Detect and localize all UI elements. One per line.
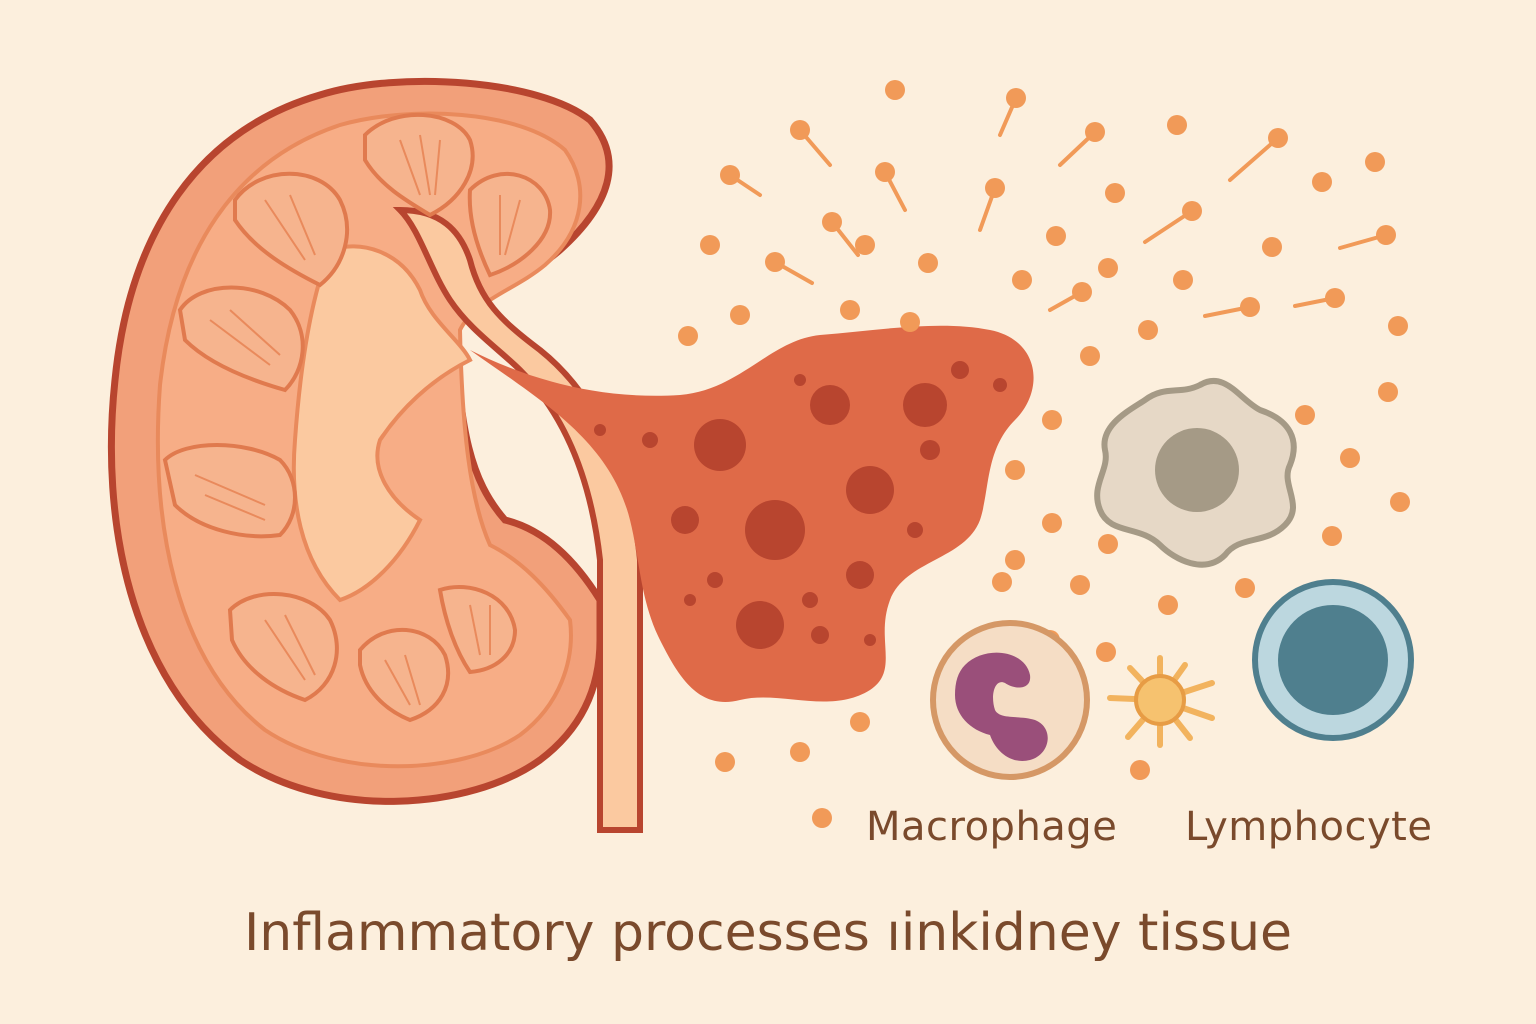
macrophage-nucleus (1155, 428, 1239, 512)
cytokine-pin (720, 165, 762, 197)
cytokine-pin (1338, 225, 1396, 250)
pyramid-striations (194, 134, 521, 706)
cytokine-pin (978, 178, 1005, 232)
spot (920, 440, 940, 460)
spot (684, 594, 696, 606)
spot (951, 361, 969, 379)
cytokine-pin (1203, 297, 1260, 318)
spot (594, 424, 606, 436)
cytokine-pin (1048, 282, 1092, 312)
cytokine-pin (998, 88, 1026, 137)
inflammation-spots (594, 361, 1007, 649)
cytokine-dots (678, 80, 1410, 828)
spot (736, 601, 784, 649)
spot (903, 383, 947, 427)
cytokine-pin (790, 120, 832, 167)
renal-pelvis (392, 206, 643, 833)
pyramid-7 (358, 627, 451, 723)
cytokine-pin (765, 252, 814, 285)
cytokine-pin (1058, 122, 1105, 167)
diagram-caption: Inflammatory processes ıinkidney tissue (244, 903, 1292, 963)
spot (642, 432, 658, 448)
pyramid-8 (437, 584, 518, 675)
renal-pyramids (162, 113, 553, 723)
spot (707, 572, 723, 588)
spot (846, 466, 894, 514)
spot (802, 592, 818, 608)
spot (864, 634, 876, 646)
cytokine-pin (875, 162, 907, 212)
spot (671, 506, 699, 534)
spot (810, 385, 850, 425)
lymphocyte-cell (1252, 579, 1414, 741)
spot (907, 522, 923, 538)
cytokine-pin (1228, 128, 1288, 182)
cytokine-pin (1293, 288, 1345, 308)
lymphocyte-nucleus (1278, 605, 1388, 715)
macrophage-label: Macrophage (866, 804, 1117, 850)
neutrophil-cell (930, 620, 1090, 780)
renal-sinus (291, 244, 473, 603)
spot (993, 378, 1007, 392)
pyramid-1 (363, 113, 475, 218)
kidney (107, 77, 643, 833)
cytokines (678, 80, 1410, 828)
inflamed-tissue (470, 325, 1034, 702)
cytokine-pin (1143, 201, 1202, 244)
pyramid-2 (467, 172, 553, 278)
macrophage-cell (1094, 377, 1297, 568)
pyramid-4 (177, 285, 305, 393)
cytokine-pin (822, 212, 860, 257)
lymphocyte-label: Lymphocyte (1185, 804, 1432, 850)
spot (846, 561, 874, 589)
spot (811, 626, 829, 644)
spiky-cell (1107, 655, 1215, 748)
spot (794, 374, 806, 386)
spot (745, 500, 805, 560)
neutrophil-nucleus (955, 652, 1048, 761)
spot (694, 419, 746, 471)
pyramid-3 (233, 171, 349, 288)
